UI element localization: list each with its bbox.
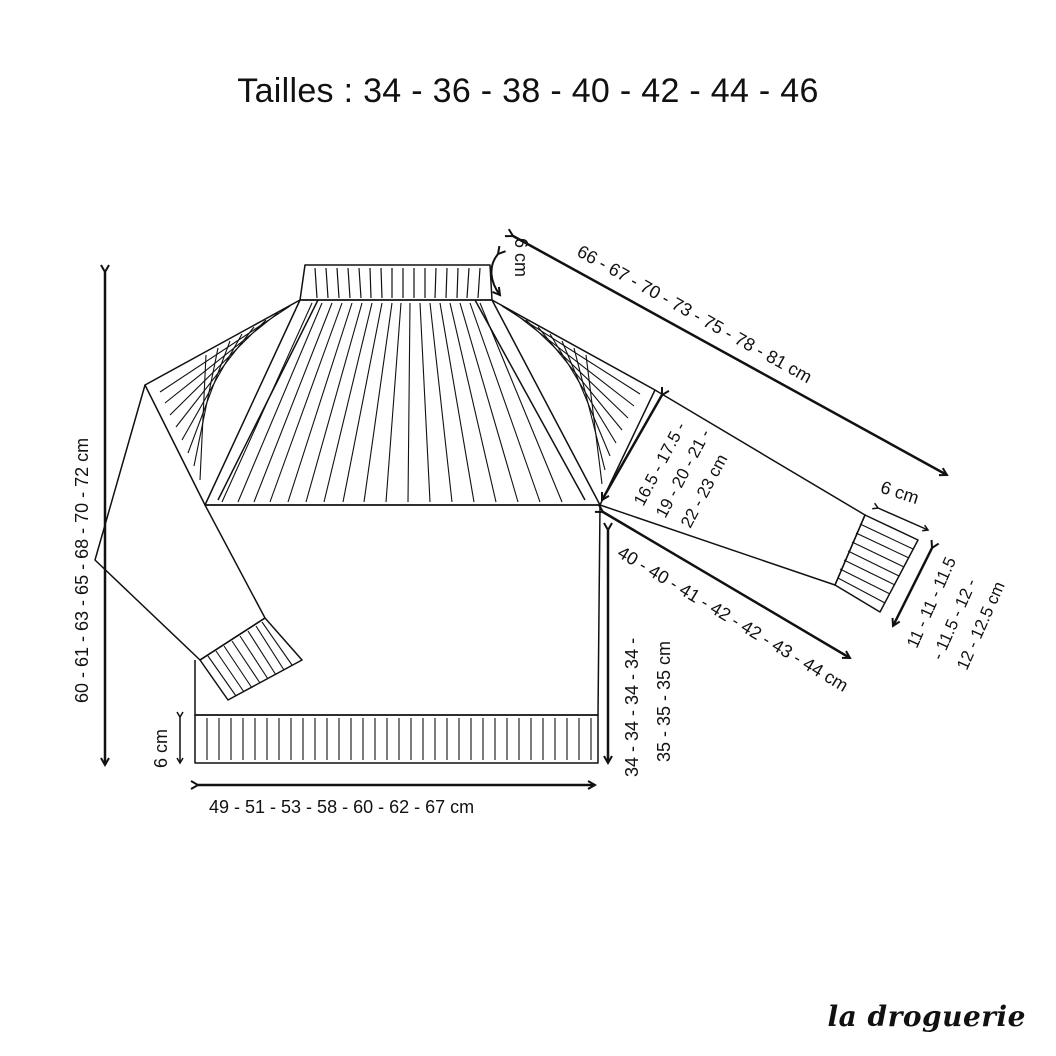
armhole-arrow: [600, 395, 662, 500]
total-length-label: 60 - 61 - 63 - 65 - 68 - 70 - 72 cm: [72, 437, 92, 703]
cuff-height-arrow: [872, 502, 930, 532]
brand-logo: la droguerie: [827, 1000, 1026, 1033]
left-shoulder: [144, 299, 301, 506]
ribbing-height-label: 6 cm: [151, 728, 171, 768]
right-shoulder-ribs: [501, 305, 641, 485]
bottom-ribbing-ribs: [206, 718, 592, 760]
yoke-diagonal-left: [217, 299, 319, 501]
yoke-ribs: [221, 302, 563, 503]
collar-outline: [299, 264, 493, 301]
collar-height-arrow: [490, 254, 500, 295]
left-shoulder-ribs: [159, 305, 291, 481]
sleeve-total-arrow: [513, 236, 947, 475]
right-shoulder: [491, 299, 656, 506]
sleeve-inner-arrow: [603, 512, 850, 660]
body-outline: [194, 504, 601, 716]
left-sleeve: [94, 384, 266, 661]
yoke-diagonal-right: [474, 299, 586, 501]
collar-height-label: 6 cm: [511, 238, 531, 278]
collar-ribs: [314, 267, 481, 299]
right-cuff-ribs: [837, 523, 914, 604]
page-title: Tailles : 34 - 36 - 38 - 40 - 42 - 44 - …: [237, 72, 819, 110]
left-cuff: [199, 617, 303, 701]
body-length-label-2: 35 - 35 - 35 cm: [654, 640, 674, 762]
bottom-ribbing: [194, 714, 599, 764]
cuff-width-arrow: [893, 548, 932, 626]
body-length-label-1: 34 - 34 - 34 - 34 -: [622, 637, 642, 777]
right-cuff: [834, 514, 919, 613]
bottom-width-label: 49 - 51 - 53 - 58 - 60 - 62 - 67 cm: [209, 797, 475, 817]
left-cuff-ribs: [207, 621, 293, 697]
